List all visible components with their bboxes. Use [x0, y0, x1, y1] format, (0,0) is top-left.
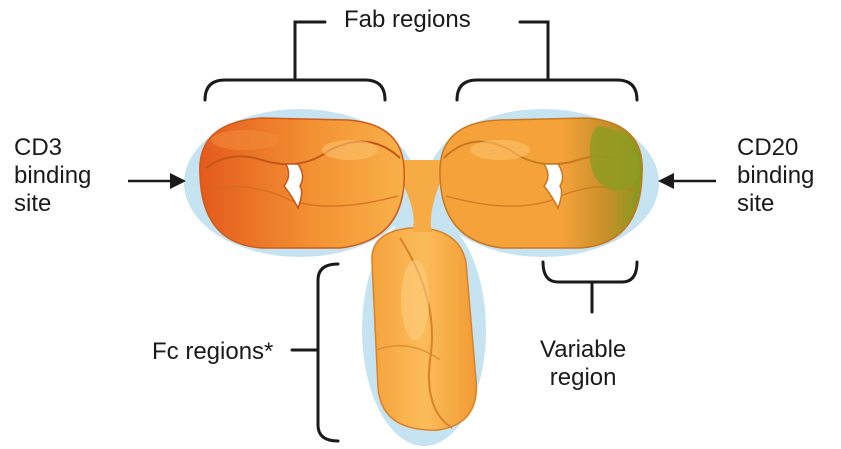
cd20-arrow	[658, 173, 716, 189]
cd3-label-line-2: binding	[14, 162, 91, 190]
fc-stem	[372, 228, 476, 430]
variable-region-line-1: Variable	[540, 336, 626, 364]
right-fab-arm	[440, 118, 642, 248]
left-fab-arm	[200, 118, 404, 248]
cd20-label-line-1: CD20	[737, 134, 814, 162]
cd3-label-line-1: CD3	[14, 134, 91, 162]
fc-bracket	[292, 264, 338, 441]
variable-region-label: Variable region	[540, 336, 626, 392]
cd20-binding-site-label: CD20 binding site	[737, 134, 814, 218]
fc-regions-label: Fc regions*	[152, 338, 273, 366]
cd20-label-line-3: site	[737, 190, 814, 218]
variable-region-bracket	[543, 262, 637, 312]
cd3-arrow	[128, 173, 186, 189]
cd3-label-line-3: site	[14, 190, 91, 218]
fab-regions-label: Fab regions	[344, 6, 471, 34]
cd3-binding-site-label: CD3 binding site	[14, 134, 91, 218]
variable-region-line-2: region	[540, 364, 626, 392]
cd20-label-line-2: binding	[737, 162, 814, 190]
